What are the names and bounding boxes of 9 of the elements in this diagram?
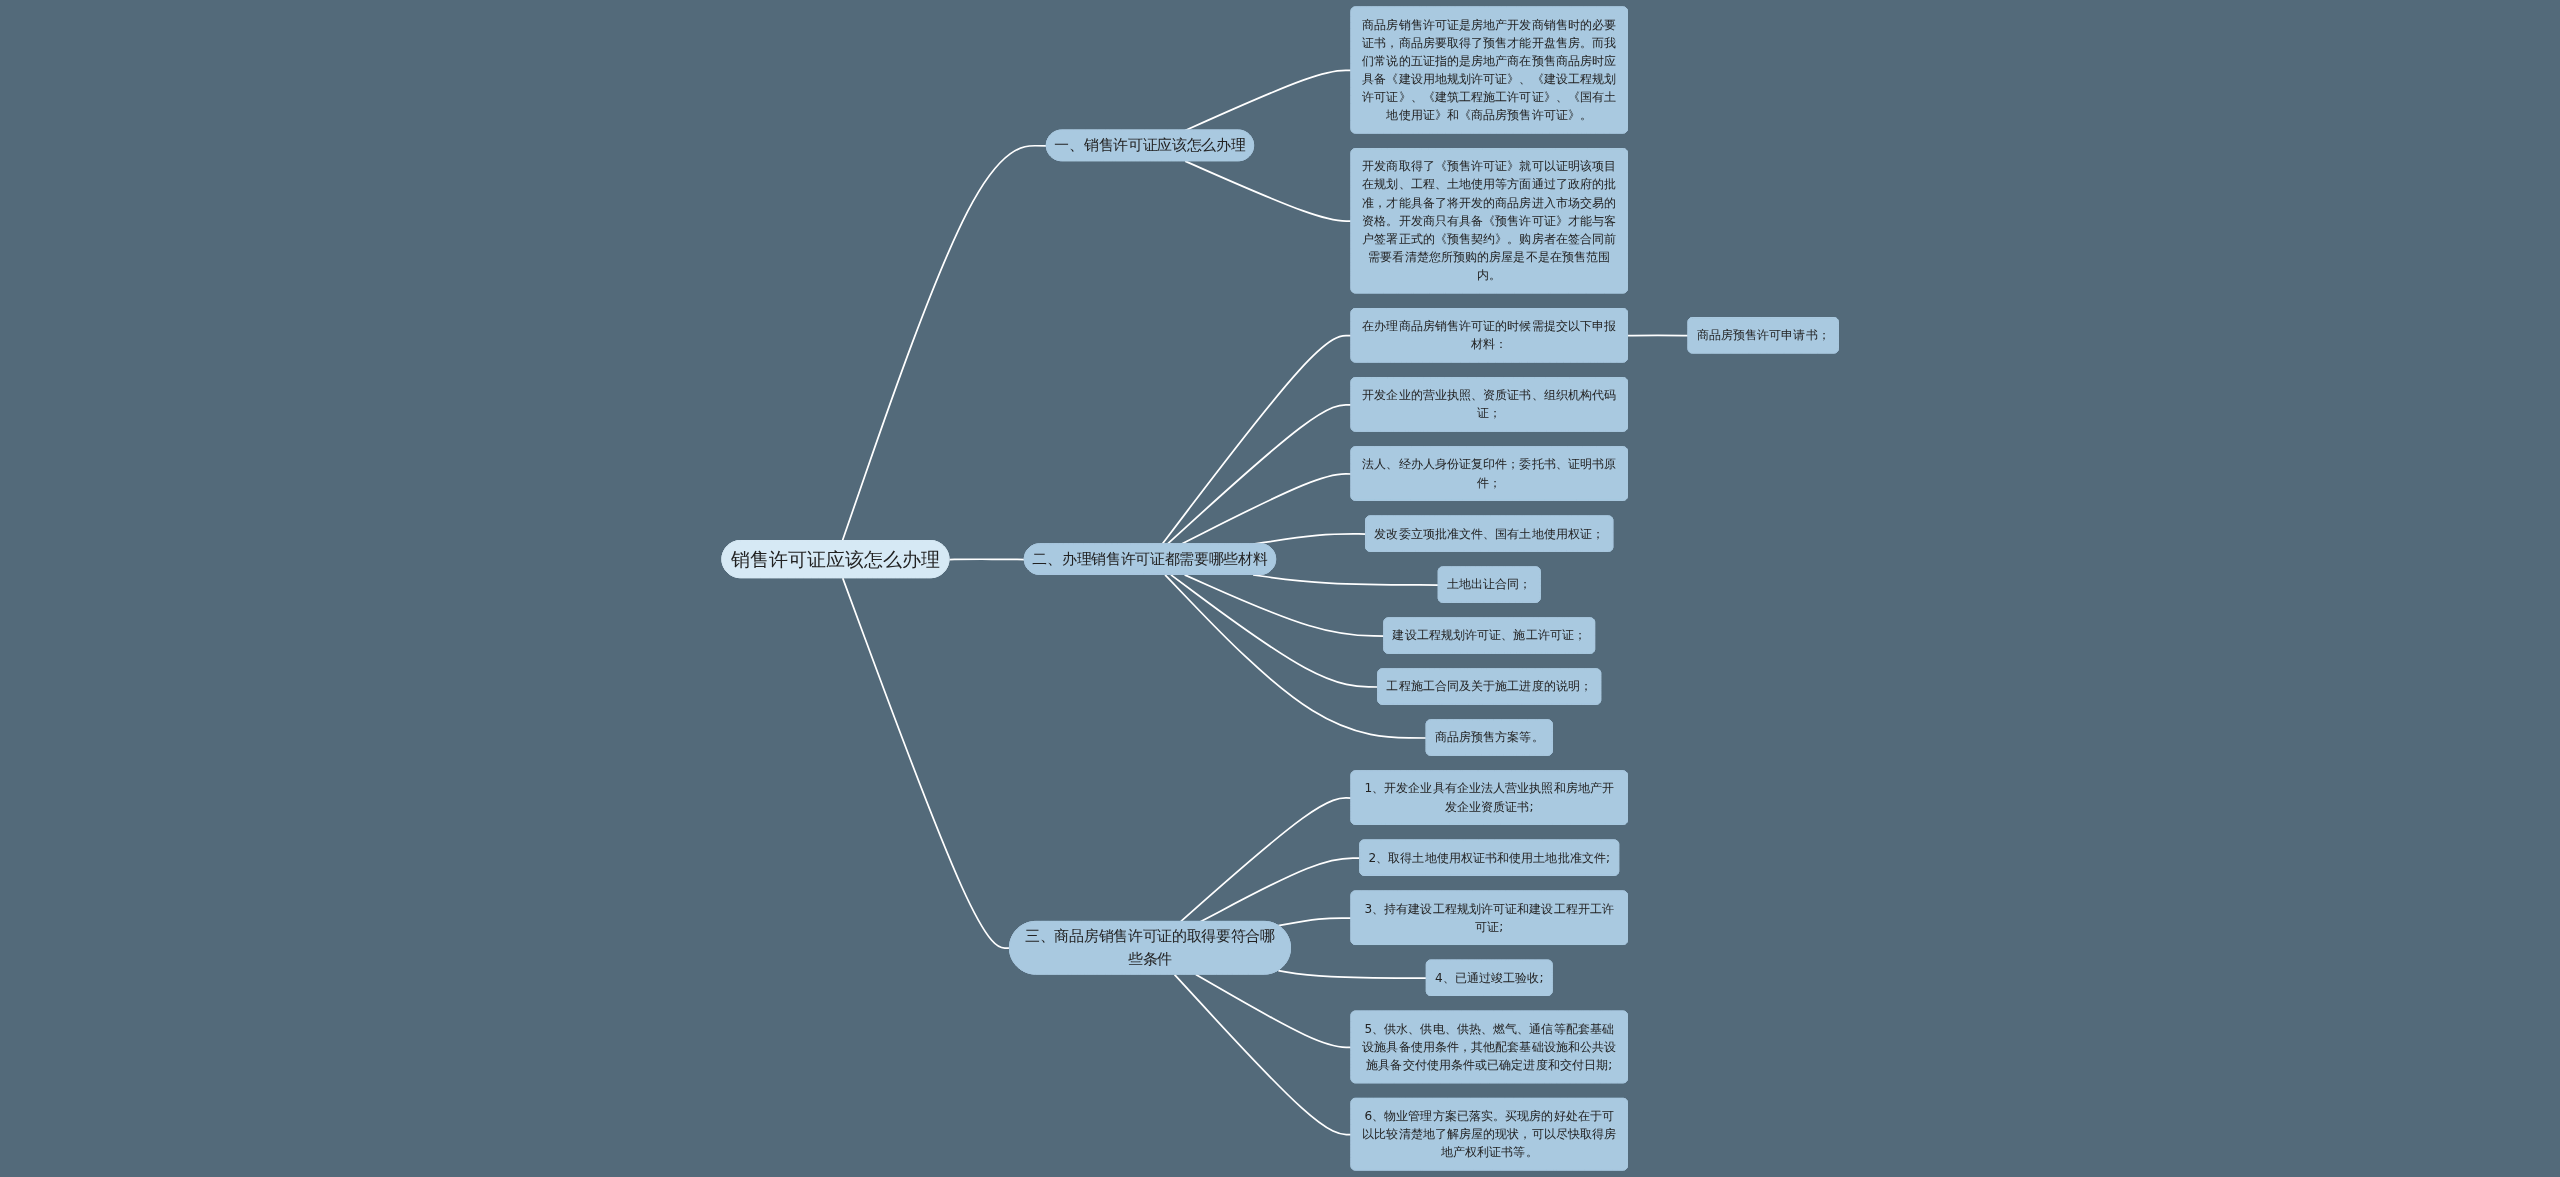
connector <box>841 144 1048 542</box>
connector <box>841 577 1011 950</box>
connector <box>1199 857 1361 923</box>
connector <box>1169 574 1379 688</box>
connector <box>1277 969 1428 980</box>
connector <box>1183 574 1385 637</box>
connector <box>948 558 1026 561</box>
connector <box>1252 574 1440 586</box>
connector <box>1164 574 1428 739</box>
